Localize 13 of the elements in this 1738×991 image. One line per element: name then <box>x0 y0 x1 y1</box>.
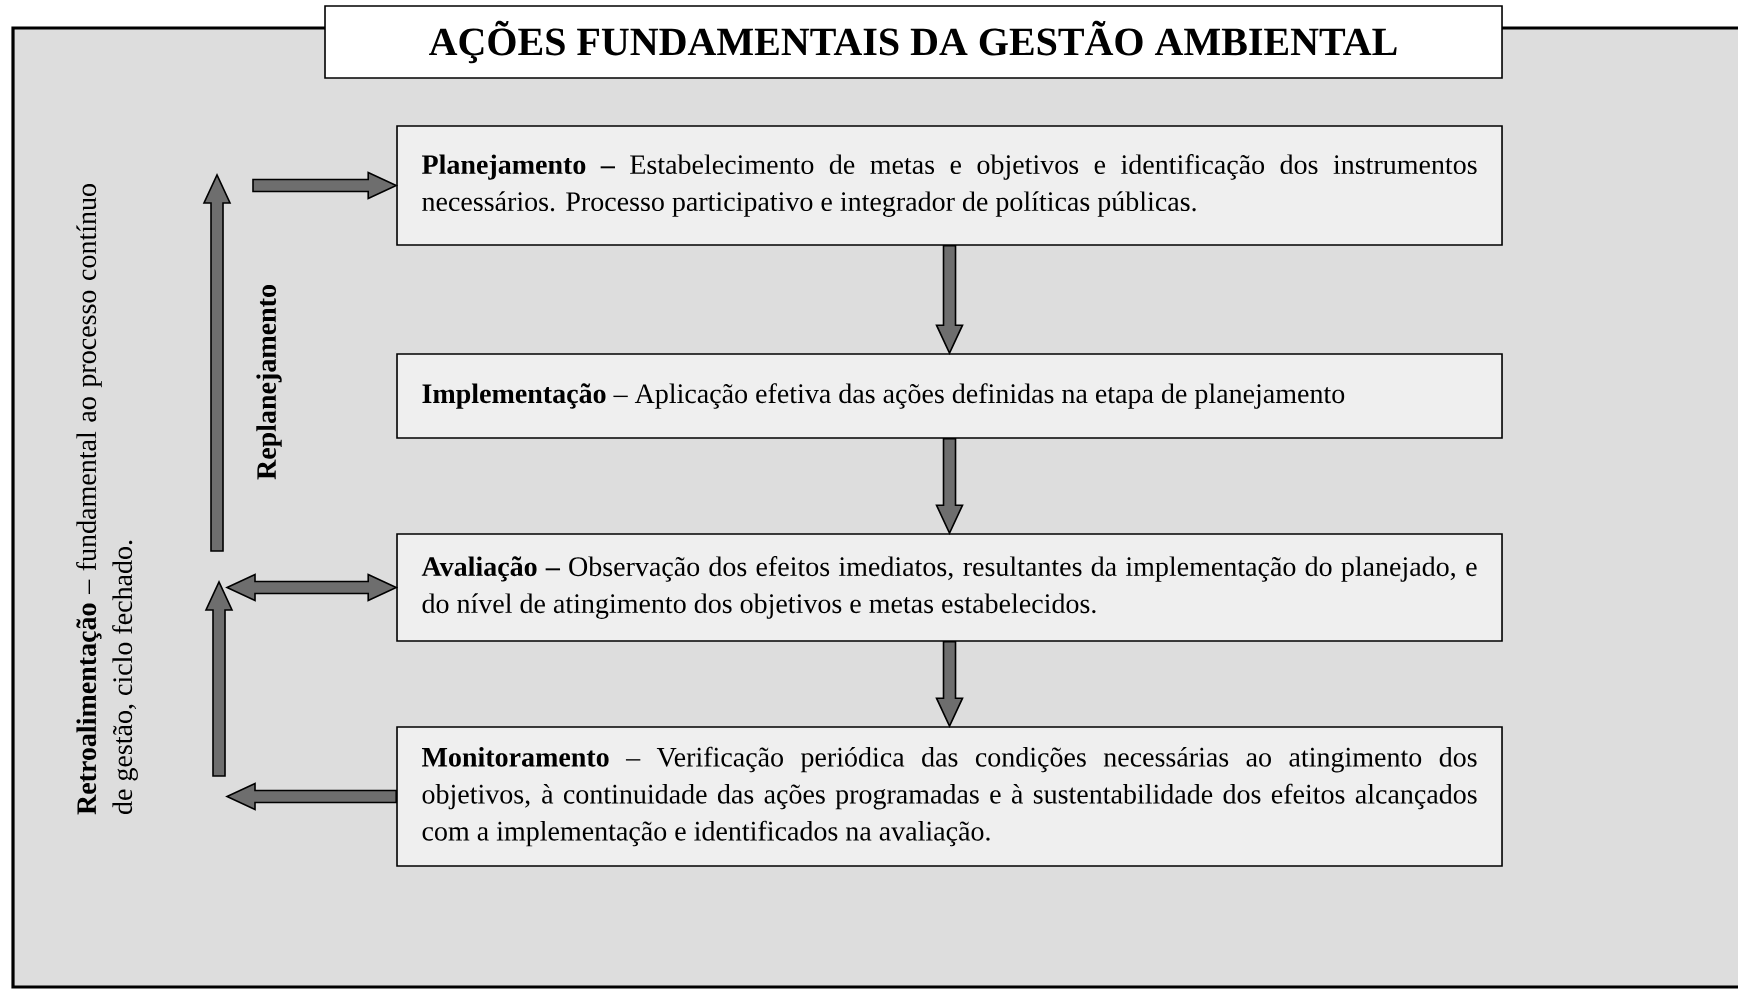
vertical-label: Retroalimentação – fundamental ao processo contínuo de gestão, ciclo fechado. <box>76 184 138 815</box>
block-arrow <box>935 641 964 729</box>
process-box: Planejamento – Estabelecimento de metas e objetivos e identificação dos instrumentos necessários. Processo participativo e integrador de políticas públicas. <box>396 125 1503 246</box>
block-arrow <box>225 573 399 602</box>
process-box: Implementação – Aplicação efetiva das ações definidas na etapa de planejamento <box>396 353 1503 439</box>
title-box: AÇÕES FUNDAMENTAIS DA GESTÃO AMBIENTAL <box>324 5 1503 79</box>
block-arrow <box>935 438 964 536</box>
process-box: Monitoramento – Verificação periódica das condições necessárias ao atingimento dos objetivos, à continuidade das ações programadas e à sustentabilidade dos efeitos alcançados com a implementação e identificados na avaliação. <box>396 726 1503 867</box>
vertical-label: Replanejamento <box>256 285 282 480</box>
block-arrow <box>225 782 397 811</box>
process-box: Avaliação – Observação dos efeitos imediatos, resultantes da implementação do planejado, e do nível de atingimento dos objetivos e metas estabelecidos. <box>396 533 1503 642</box>
block-arrow <box>935 245 964 356</box>
block-arrow <box>252 171 399 200</box>
